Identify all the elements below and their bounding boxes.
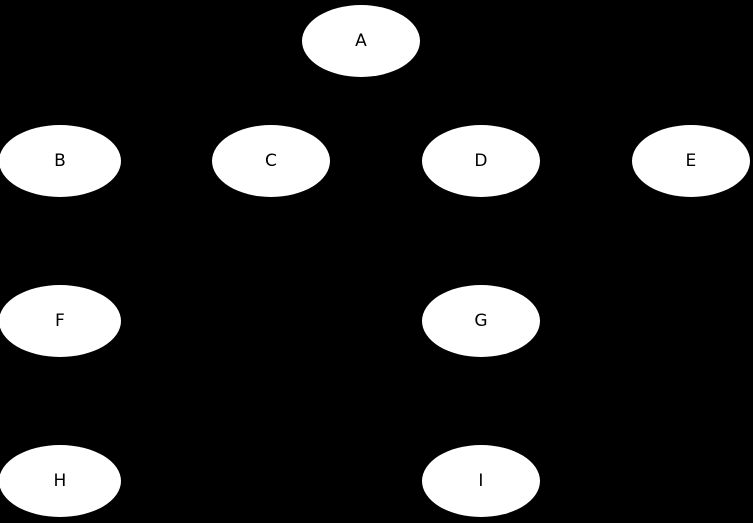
graph-node-e[interactable]: E	[632, 125, 750, 197]
graph-node-label: H	[53, 470, 67, 491]
graph-node-label: F	[55, 310, 65, 331]
graph-node-a[interactable]: A	[302, 5, 420, 77]
graph-node-h[interactable]: H	[0, 445, 121, 517]
graph-node-g[interactable]: G	[422, 285, 540, 357]
graph-node-c[interactable]: C	[212, 125, 330, 197]
graph-node-b[interactable]: B	[0, 125, 121, 197]
graph-node-label: D	[474, 150, 488, 171]
graph-node-label: I	[478, 470, 484, 491]
graph-node-i[interactable]: I	[422, 445, 540, 517]
graph-node-label: G	[474, 310, 488, 331]
graph-node-label: B	[54, 150, 66, 171]
graph-node-label: E	[685, 150, 697, 171]
graph-node-f[interactable]: F	[0, 285, 121, 357]
graph-node-label: C	[264, 150, 278, 171]
graph-node-label: A	[355, 30, 367, 51]
graph-node-d[interactable]: D	[422, 125, 540, 197]
